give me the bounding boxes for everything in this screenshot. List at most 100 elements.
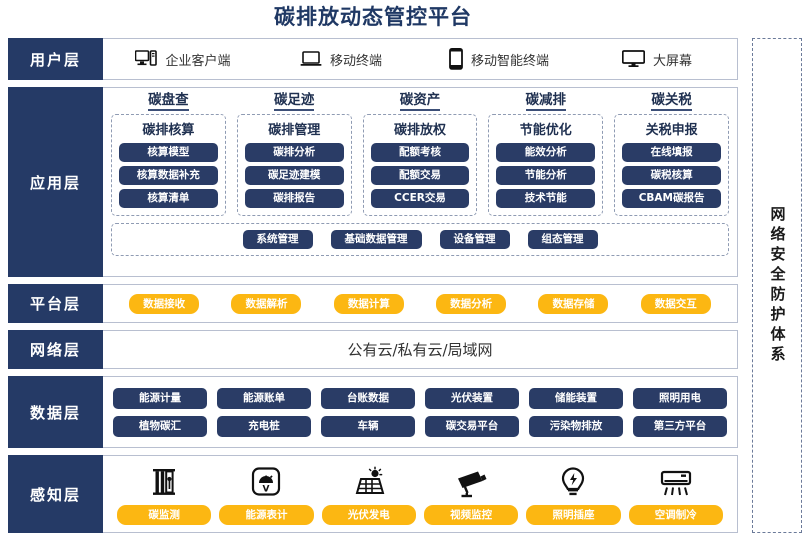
data-item[interactable]: 充电桩 — [217, 415, 311, 437]
layer-application: 应用层 碳盘查 碳排核算 核算模型 核算数据补充 核算清单 碳足迹 — [8, 87, 738, 277]
app-item[interactable]: 碳排报告 — [244, 189, 344, 208]
app-item[interactable]: 核算模型 — [119, 143, 218, 162]
app-item[interactable]: 核算数据补充 — [119, 166, 218, 185]
layer-perception: 感知层 碳监测 V 能源表计 — [8, 455, 738, 533]
platform-item[interactable]: 数据交互 — [640, 293, 711, 314]
app-item[interactable]: 配额考核 — [370, 143, 470, 162]
svg-text:V: V — [263, 484, 270, 494]
large-screen-icon — [621, 50, 645, 68]
solar-panel-icon — [353, 462, 385, 498]
app-item[interactable]: CCER交易 — [370, 189, 470, 208]
app-column-carbon-inventory: 碳盘查 碳排核算 核算模型 核算数据补充 核算清单 — [111, 93, 226, 216]
perception-item-carbon-sensor[interactable]: 碳监测 — [117, 462, 212, 525]
energy-meter-icon: V — [250, 462, 282, 498]
security-band-label: 网络安全防护体系 — [768, 205, 787, 366]
data-item[interactable]: 能源计量 — [113, 387, 207, 409]
data-item[interactable]: 能源账单 — [217, 387, 311, 409]
app-item[interactable]: 碳足迹建模 — [244, 166, 344, 185]
laptop-icon — [300, 50, 322, 68]
user-item-smart-mobile-terminal[interactable]: 移动智能终端 — [425, 48, 573, 70]
smartphone-icon — [449, 48, 463, 70]
perception-item-label: 空调制冷 — [628, 504, 723, 525]
user-item-mobile-terminal[interactable]: 移动终端 — [267, 50, 415, 69]
platform-item[interactable]: 数据解析 — [231, 293, 302, 314]
carbon-sensor-icon — [149, 462, 179, 498]
app-column-carbon-asset: 碳资产 碳排放权 配额考核 配额交易 CCER交易 — [362, 93, 478, 216]
layer-body-user: 企业客户端 移动终端 移动智能终端 — [103, 39, 737, 79]
platform-item[interactable]: 数据计算 — [333, 293, 404, 314]
app-column-title: 碳足迹 — [273, 93, 315, 111]
data-item[interactable]: 光伏装置 — [425, 387, 519, 409]
network-text: 公有云/私有云/局域网 — [347, 341, 493, 359]
perception-item-video-surveillance[interactable]: 视频监控 — [423, 462, 519, 525]
page-title: 碳排放动态管控平台 — [274, 5, 472, 29]
app-item[interactable]: 技术节能 — [496, 189, 596, 208]
data-row: 植物碳汇 充电桩 车辆 碳交易平台 污染物排放 第三方平台 — [113, 415, 727, 437]
management-item[interactable]: 设备管理 — [439, 230, 510, 249]
user-item-label: 移动智能终端 — [470, 53, 549, 69]
app-item[interactable]: 能效分析 — [496, 143, 596, 162]
app-item[interactable]: 核算清单 — [119, 189, 218, 208]
data-item[interactable]: 照明用电 — [633, 387, 727, 409]
layer-label-perception: 感知层 — [8, 455, 103, 533]
perception-item-energy-meter[interactable]: V 能源表计 — [219, 462, 314, 525]
data-item[interactable]: 台账数据 — [321, 387, 415, 409]
app-column-box: 碳排放权 配额考核 配额交易 CCER交易 — [362, 114, 478, 216]
perception-item-label: 光伏发电 — [321, 504, 416, 525]
application-management-box: 系统管理 基础数据管理 设备管理 组态管理 — [111, 223, 729, 256]
app-item[interactable]: 在线填报 — [622, 143, 721, 162]
app-box-title: 碳排核算 — [142, 123, 195, 138]
data-item[interactable]: 碳交易平台 — [425, 415, 519, 437]
platform-item[interactable]: 数据接收 — [129, 293, 200, 314]
desktop-pc-icon — [135, 50, 158, 68]
layer-label-network: 网络层 — [8, 330, 103, 369]
layer-label-platform: 平台层 — [8, 284, 103, 323]
app-column-box: 节能优化 能效分析 节能分析 技术节能 — [488, 114, 604, 216]
perception-item-solar-power[interactable]: 光伏发电 — [321, 462, 416, 525]
app-item[interactable]: 节能分析 — [496, 166, 596, 185]
user-item-large-screen[interactable]: 大屏幕 — [583, 50, 731, 69]
data-item[interactable]: 第三方平台 — [633, 415, 727, 437]
app-item[interactable]: 配额交易 — [370, 166, 470, 185]
app-item[interactable]: CBAM碳报告 — [622, 189, 721, 208]
app-column-box: 关税申报 在线填报 碳税核算 CBAM碳报告 — [614, 114, 729, 216]
layer-body-data: 能源计量 能源账单 台账数据 光伏装置 储能装置 照明用电 植物碳汇 充电桩 车… — [103, 377, 737, 447]
app-item[interactable]: 碳税核算 — [622, 166, 721, 185]
layer-label-data: 数据层 — [8, 376, 103, 448]
platform-item[interactable]: 数据存储 — [538, 293, 609, 314]
user-item-label: 企业客户端 — [165, 53, 231, 69]
layer-body-perception: 碳监测 V 能源表计 光伏发电 — [103, 456, 737, 532]
management-item[interactable]: 基础数据管理 — [330, 230, 422, 249]
app-box-title: 碳排管理 — [268, 123, 321, 138]
perception-item-air-conditioning[interactable]: 空调制冷 — [628, 462, 723, 525]
layer-label-user: 用户层 — [8, 38, 103, 80]
layer-data: 数据层 能源计量 能源账单 台账数据 光伏装置 储能装置 照明用电 植物碳汇 充… — [8, 376, 738, 448]
data-item[interactable]: 植物碳汇 — [113, 415, 207, 437]
layer-network: 网络层 公有云/私有云/局域网 — [8, 330, 738, 369]
data-item[interactable]: 车辆 — [321, 415, 415, 437]
app-column-title: 碳资产 — [399, 93, 441, 111]
app-item[interactable]: 碳排分析 — [244, 143, 344, 162]
app-column-carbon-reduction: 碳减排 节能优化 能效分析 节能分析 技术节能 — [488, 93, 604, 216]
app-column-title: 碳减排 — [525, 93, 567, 111]
perception-item-label: 照明插座 — [526, 504, 621, 525]
perception-item-label: 能源表计 — [219, 504, 314, 525]
management-item[interactable]: 组态管理 — [527, 230, 598, 249]
user-item-label: 大屏幕 — [652, 53, 692, 69]
user-item-label: 移动终端 — [329, 53, 382, 69]
data-item[interactable]: 储能装置 — [529, 387, 623, 409]
user-item-enterprise-client[interactable]: 企业客户端 — [109, 50, 257, 69]
perception-item-lighting-socket[interactable]: 照明插座 — [526, 462, 621, 525]
platform-item[interactable]: 数据分析 — [436, 293, 507, 314]
app-column-title: 碳关税 — [651, 93, 692, 111]
app-column-carbon-tariff: 碳关税 关税申报 在线填报 碳税核算 CBAM碳报告 — [614, 93, 729, 216]
application-columns: 碳盘查 碳排核算 核算模型 核算数据补充 核算清单 碳足迹 碳排管理 碳排分析 — [111, 93, 729, 216]
layer-body-application: 碳盘查 碳排核算 核算模型 核算数据补充 核算清单 碳足迹 碳排管理 碳排分析 — [103, 88, 737, 276]
app-column-box: 碳排管理 碳排分析 碳足迹建模 碳排报告 — [236, 114, 352, 216]
layer-platform: 平台层 数据接收 数据解析 数据计算 数据分析 数据存储 数据交互 — [8, 284, 738, 323]
data-item[interactable]: 污染物排放 — [529, 415, 623, 437]
cctv-camera-icon — [454, 462, 488, 498]
app-column-title: 碳盘查 — [148, 93, 189, 111]
light-bulb-icon — [559, 462, 587, 498]
management-item[interactable]: 系统管理 — [242, 230, 313, 249]
